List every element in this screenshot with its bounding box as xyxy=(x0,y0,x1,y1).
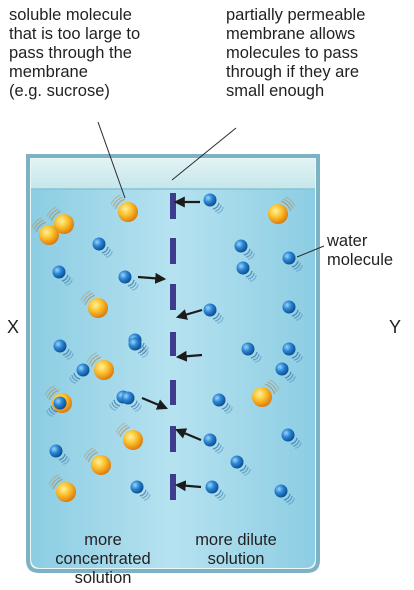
water-molecule xyxy=(49,444,70,465)
membrane-segment xyxy=(170,284,176,310)
water-molecule xyxy=(92,237,113,258)
sucrose-molecule xyxy=(83,447,111,475)
water-molecule xyxy=(130,480,151,501)
membrane-label: partially permeable membrane allows mole… xyxy=(226,6,366,100)
water-molecule xyxy=(128,337,149,358)
water-molecule xyxy=(46,396,67,417)
water-molecule xyxy=(281,428,302,449)
sucrose-molecule xyxy=(86,352,114,380)
membrane-segment xyxy=(170,426,176,452)
water-molecule xyxy=(241,342,262,363)
water-molecule-label: water molecule xyxy=(327,232,394,269)
water-molecule xyxy=(275,362,296,383)
water-molecule xyxy=(203,303,224,324)
water-molecule xyxy=(234,239,255,260)
left-solution-label: more concentrated solution xyxy=(55,531,151,587)
membrane-segment xyxy=(170,380,176,405)
water-molecule xyxy=(205,480,226,501)
membrane-pointer-line xyxy=(171,127,237,181)
water-movement-arrow xyxy=(174,480,202,492)
water-molecule xyxy=(212,393,233,414)
sucrose-molecule xyxy=(268,196,296,224)
water-movement-arrow xyxy=(137,272,167,284)
water-movement-arrow xyxy=(141,396,169,410)
membrane-segment xyxy=(170,332,176,356)
water-molecule xyxy=(203,433,224,454)
water-movement-arrow xyxy=(175,308,203,320)
sucrose-molecule xyxy=(46,206,74,234)
solute-pointer-line xyxy=(97,121,126,199)
water-molecule xyxy=(53,339,74,360)
sucrose-molecule xyxy=(252,379,280,407)
water-molecule xyxy=(52,265,73,286)
membrane-segment xyxy=(170,193,176,219)
solute-label: soluble molecule that is too large to pa… xyxy=(9,6,141,100)
water-pointer-line xyxy=(296,245,325,258)
water-molecule xyxy=(230,455,251,476)
sucrose-molecule xyxy=(31,217,59,245)
sucrose-molecule xyxy=(115,422,143,450)
water-molecule xyxy=(282,251,303,272)
right-solution-label: more dilute solution xyxy=(195,531,277,568)
partially-permeable-membrane xyxy=(170,193,176,500)
side-y-label: Y xyxy=(389,317,402,337)
side-x-label: X xyxy=(7,317,20,337)
sucrose-molecule xyxy=(48,474,76,502)
water-molecule xyxy=(69,363,90,384)
water-molecule xyxy=(118,270,139,291)
sucrose-molecule xyxy=(110,194,138,222)
water-molecule xyxy=(236,261,257,282)
water-movement-arrow xyxy=(175,350,203,362)
sucrose-molecule xyxy=(80,290,108,318)
water-molecule xyxy=(203,193,224,214)
beaker-air-gap xyxy=(31,159,315,189)
molecules-layer xyxy=(31,193,303,505)
water-molecule xyxy=(282,342,303,363)
water-movement-arrow xyxy=(174,428,202,442)
membrane-segment xyxy=(170,238,176,264)
water-molecule xyxy=(121,391,142,412)
water-molecule xyxy=(282,300,303,321)
water-molecule xyxy=(274,484,295,505)
membrane-segment xyxy=(170,474,176,500)
